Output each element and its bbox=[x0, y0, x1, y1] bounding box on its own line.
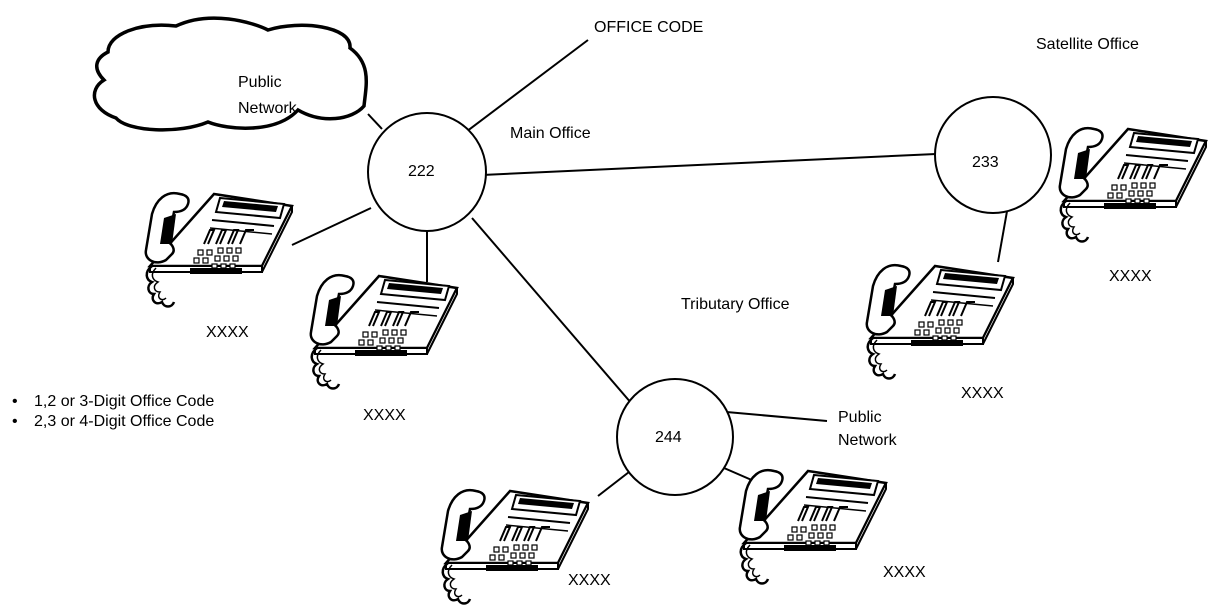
tributary-office-node bbox=[616, 378, 734, 496]
telephone-icon bbox=[144, 191, 294, 308]
extension-label: XXXX bbox=[883, 564, 926, 581]
public-network-cloud-label: Public Network bbox=[238, 74, 297, 117]
note-item: 2,3 or 4-Digit Office Code bbox=[12, 412, 214, 432]
extension-label: XXXX bbox=[363, 407, 406, 424]
tributary-office-label: Tributary Office bbox=[681, 296, 790, 313]
link-main-to-phone-1 bbox=[291, 207, 372, 246]
telephone-icon bbox=[309, 273, 459, 390]
office-code-notes: 1,2 or 3-Digit Office Code 2,3 or 4-Digi… bbox=[12, 392, 214, 432]
extension-label: XXXX bbox=[206, 324, 249, 341]
note-item: 1,2 or 3-Digit Office Code bbox=[12, 392, 214, 412]
callout-office-code-line bbox=[445, 39, 589, 148]
tributary-office-code: 244 bbox=[655, 429, 682, 446]
main-office-label: Main Office bbox=[510, 125, 591, 142]
telephone-icon bbox=[1058, 126, 1208, 243]
public-network-cloud bbox=[92, 16, 368, 132]
telephone-icon bbox=[440, 488, 590, 605]
satellite-office-label: Satellite Office bbox=[1036, 36, 1139, 53]
link-main-to-tributary bbox=[471, 217, 633, 405]
satellite-office-node bbox=[934, 96, 1052, 214]
link-main-to-satellite bbox=[481, 153, 937, 176]
extension-label: XXXX bbox=[1109, 268, 1152, 285]
satellite-office-code: 233 bbox=[972, 154, 999, 171]
main-office-code: 222 bbox=[408, 163, 435, 180]
telephone-icon bbox=[865, 263, 1015, 380]
telephone-icon bbox=[738, 468, 888, 585]
link-main-to-public-network bbox=[367, 113, 383, 130]
main-office-node bbox=[367, 112, 487, 232]
tributary-public-network-label: Public Network bbox=[838, 409, 897, 449]
extension-label: XXXX bbox=[961, 385, 1004, 402]
office-code-callout-label: OFFICE CODE bbox=[594, 19, 704, 36]
extension-label: XXXX bbox=[568, 572, 611, 589]
link-tributary-to-phone-1 bbox=[597, 471, 630, 497]
